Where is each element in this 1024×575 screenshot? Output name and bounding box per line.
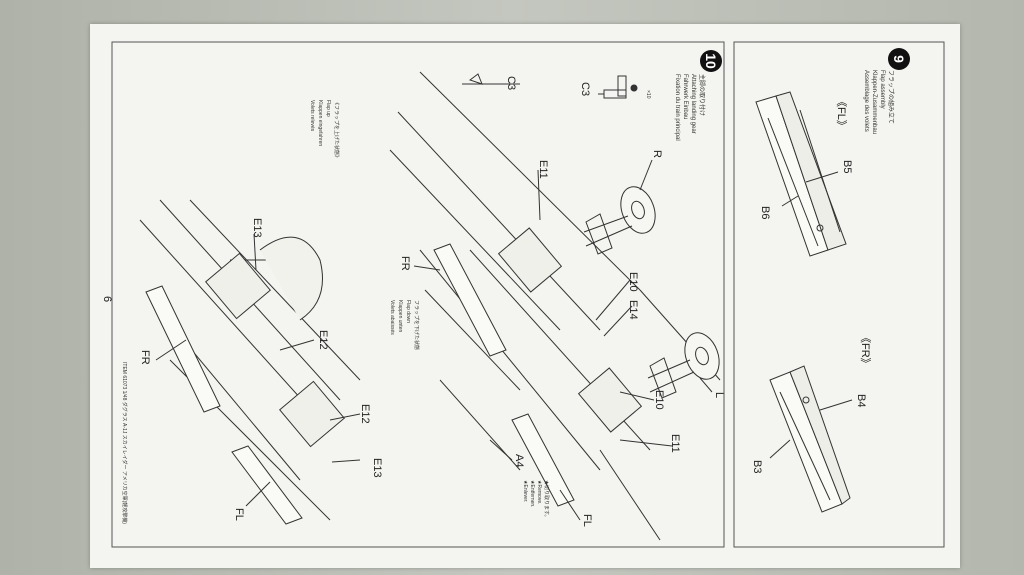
lower-wing-drawing [139,199,361,525]
step9-title-de: Klappen-Zusammenbau [871,70,877,135]
part-c3-a: C3 [505,76,517,91]
part-c3-b: C3 [579,82,591,97]
step9-title-fr: Assemblage des volets [863,70,869,132]
c3-part-drawing [598,75,638,99]
flap-down-jp: フラップを下げた状態 [413,300,419,351]
footer-item-text: ITEM 61073 1/48 ダグラス A-1J スカイレイダー アメリカ空軍… [121,362,127,524]
flap-down-en: Flap down [405,300,411,324]
step10-title-de: Fahrwerk Einbau [682,74,688,120]
step10-title-en: Attaching landing gear [690,74,696,134]
part-l: L [713,392,725,399]
part-fl-b: FL [233,508,245,521]
part-e11-a: E11 [537,160,549,179]
step10-panel [111,41,725,548]
flap-fr-drawing [769,365,851,513]
step9-number: 9 [888,48,910,70]
upper-wing-drawing [389,71,721,541]
remove-fr: ★Enlever. [522,480,528,503]
step9-panel [733,41,945,548]
step10-number: 10 [700,50,722,72]
flap-down-fr: Volets abaissés [389,300,395,335]
step9-title-en: Flap assembly [879,70,885,109]
part-r: R [651,150,663,158]
part-a4: A4 [513,454,525,468]
flap-fl-drawing [755,91,847,257]
flap-up-de: Klappen eingefahren [317,100,323,147]
part-fl-a: FL [581,514,593,527]
part-e12-a: E12 [317,330,329,350]
step10-title-fr: Fixation du train principal [674,74,680,141]
qty-x10: ×10 [645,90,651,99]
step10-title-jp: 主脚の取り付け [698,74,704,117]
landing-gear-l-drawing [647,332,720,399]
part-e13-a: E13 [251,218,263,238]
step9-title-jp: フラップの組み立て [887,70,893,125]
fr-tag: 《FR》 [859,332,871,369]
part-e10-a: E10 [627,272,639,292]
part-e10-b: E10 [653,390,665,410]
page-number: 6 [101,296,113,303]
part-b6: B6 [759,206,771,220]
flap-up-jp: 《フラップを上げた状態》 [333,100,339,161]
part-e14: E14 [627,300,639,320]
part-b4: B4 [855,394,867,408]
part-fr-b: FR [139,350,151,365]
part-e12-b: E12 [359,404,371,424]
flap-up-fr: Volets relevés [309,100,315,132]
part-b5: B5 [841,160,853,174]
remove-jp: ★切り取ります。 [543,480,549,520]
fl-tag: 《FL》 [835,96,847,131]
part-b3: B3 [751,460,763,474]
part-e13-b: E13 [371,458,383,478]
remove-de: ★Entfernen. [529,480,535,508]
part-e11-b: E11 [669,434,681,453]
flap-up-en: Flap up [325,100,331,117]
flap-down-de: Klappen unten [397,300,403,333]
part-fr-a: FR [399,256,411,271]
remove-en: ★Remove. [536,480,542,505]
landing-gear-r-drawing [583,186,656,255]
